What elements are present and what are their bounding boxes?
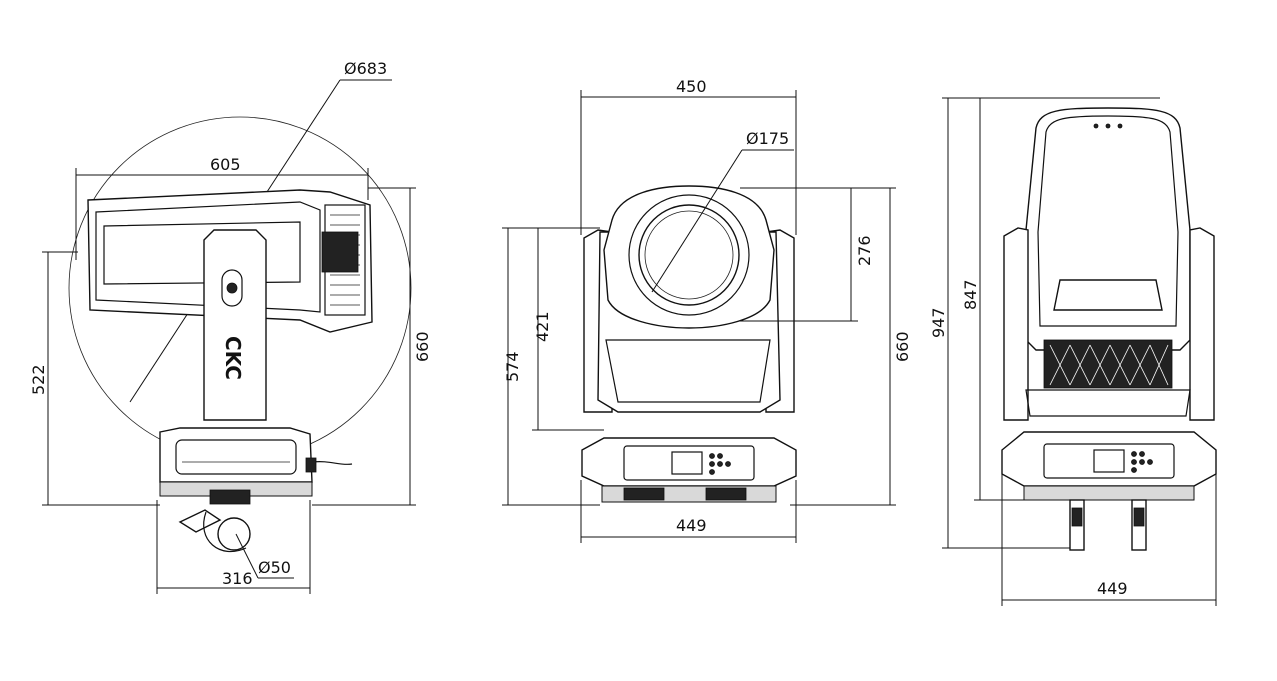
side-yoke-arm bbox=[203, 229, 267, 421]
clamp-diameter-label: Ø50 bbox=[258, 558, 291, 577]
back-fan-grille bbox=[1043, 339, 1173, 389]
side-total-height-label: 660 bbox=[413, 331, 432, 362]
front-view: 450 Ø175 276 660 bbox=[502, 77, 912, 543]
front-buttons bbox=[709, 453, 731, 475]
back-display bbox=[1093, 449, 1125, 473]
front-base-width-label: 449 bbox=[676, 516, 707, 535]
side-base-width-label: 316 bbox=[222, 569, 253, 588]
side-cable bbox=[311, 460, 353, 466]
front-top-width-label: 450 bbox=[676, 77, 707, 96]
back-yoke-left bbox=[1003, 227, 1029, 421]
head-width-label: 605 bbox=[210, 155, 241, 174]
front-body-height-label: 574 bbox=[503, 351, 522, 382]
swing-diameter-label: Ø683 bbox=[344, 59, 387, 78]
back-handle-recess bbox=[1053, 279, 1163, 311]
back-base-width-label: 449 bbox=[1097, 579, 1128, 598]
front-lens bbox=[638, 204, 740, 306]
side-clamp bbox=[178, 489, 251, 553]
back-view: 947 847 449 bbox=[929, 97, 1217, 606]
front-yoke-height-label: 421 bbox=[533, 311, 552, 342]
front-lens-height-label: 276 bbox=[855, 235, 874, 266]
front-lens-diameter-label: Ø175 bbox=[746, 129, 789, 148]
side-view: Ø683 605 CKC bbox=[29, 59, 432, 594]
front-display bbox=[671, 451, 703, 475]
side-tilt-knob bbox=[221, 269, 243, 307]
back-total-height-label: 947 bbox=[929, 307, 948, 338]
side-pivot-height-label: 522 bbox=[29, 364, 48, 395]
side-logo: CKC bbox=[221, 336, 245, 380]
back-yoke-right bbox=[1189, 227, 1215, 421]
back-body-height-label: 847 bbox=[961, 279, 980, 310]
back-head bbox=[1025, 107, 1191, 351]
back-buttons bbox=[1131, 451, 1153, 473]
back-clamps bbox=[1069, 499, 1147, 551]
front-base bbox=[581, 437, 797, 487]
side-cooling-fins bbox=[321, 204, 366, 316]
front-total-height-label: 660 bbox=[893, 331, 912, 362]
